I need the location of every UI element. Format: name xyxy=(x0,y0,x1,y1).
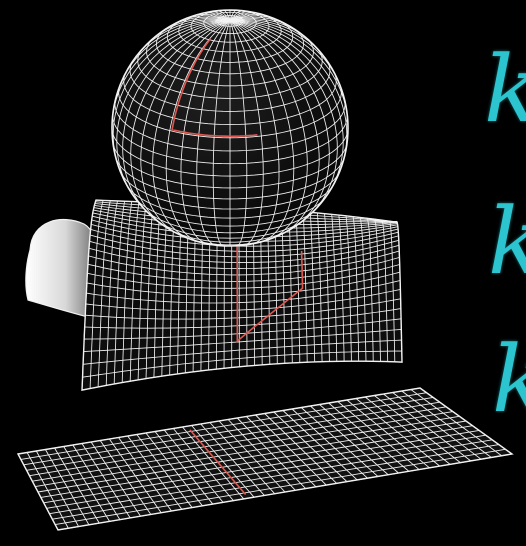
sphere xyxy=(112,10,348,246)
curvature-label-saddle: k xyxy=(488,196,526,288)
curvature-label-plane: k xyxy=(492,334,526,426)
curvature-label-sphere: k xyxy=(484,44,526,136)
flat-plane xyxy=(18,388,512,530)
